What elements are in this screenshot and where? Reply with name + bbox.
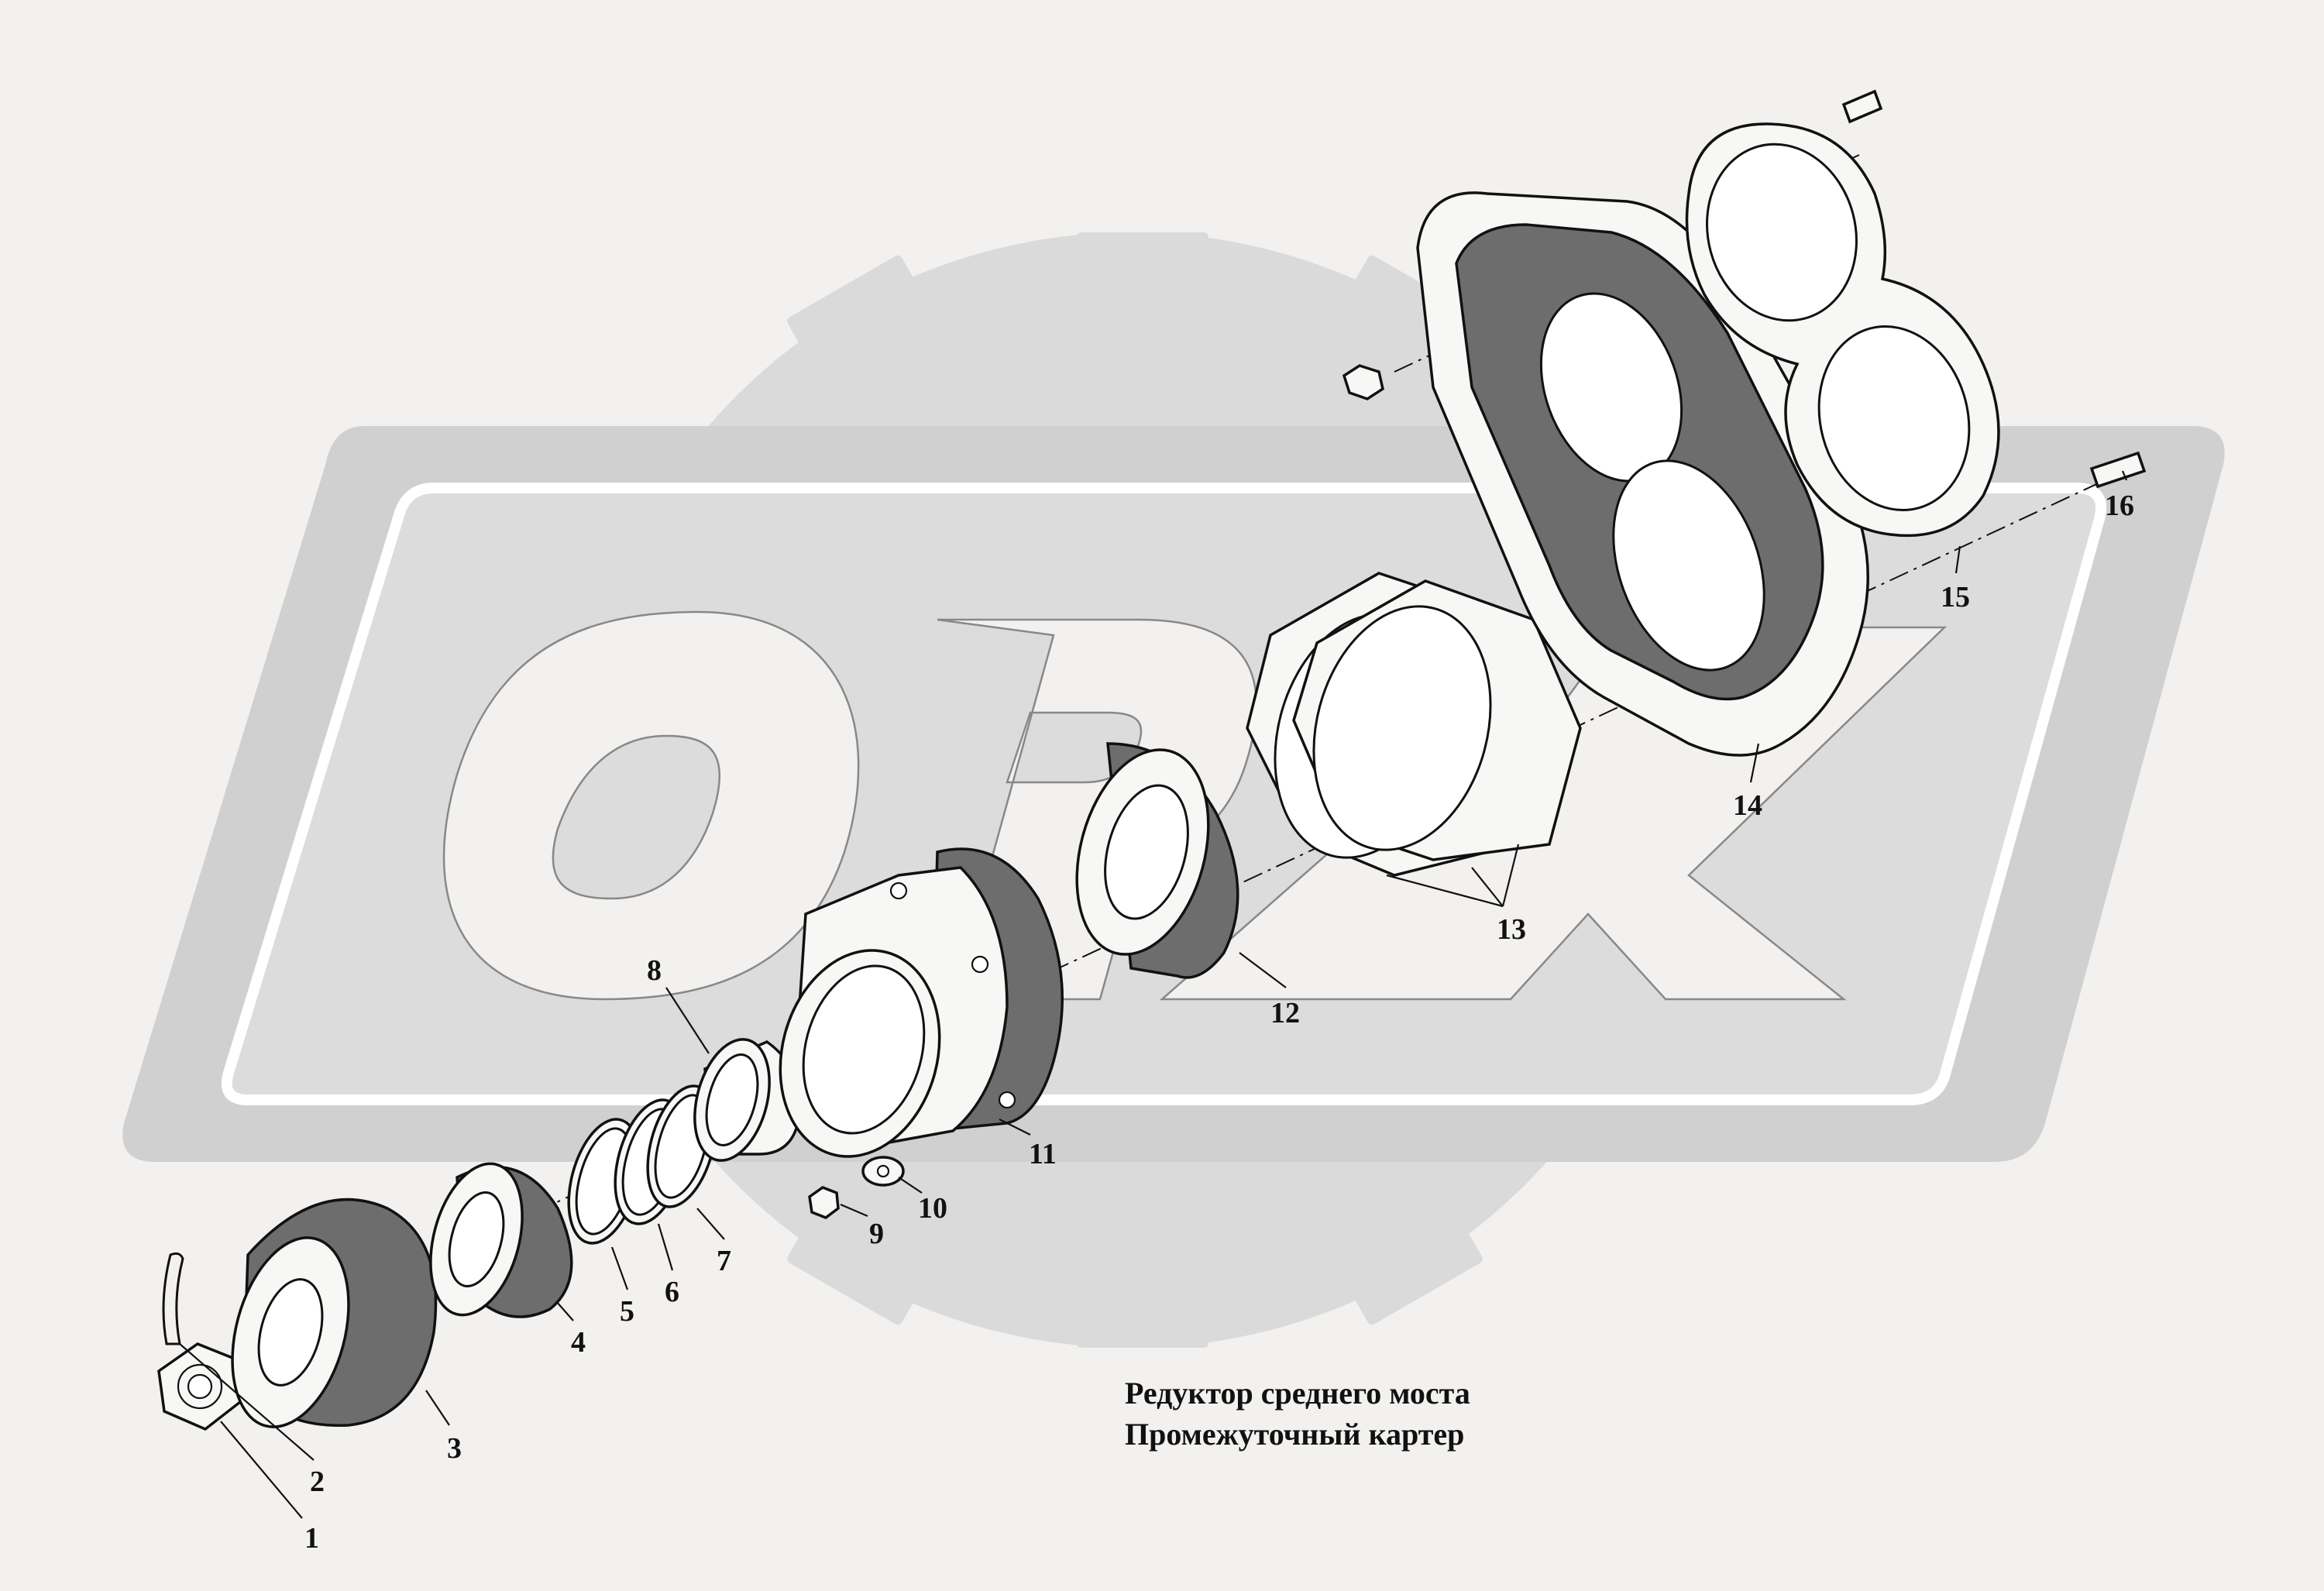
callout-8: 8 xyxy=(647,954,662,987)
callout-14: 14 xyxy=(1733,789,1762,822)
leader-lines xyxy=(179,470,2128,1519)
callout-1: 1 xyxy=(304,1522,319,1555)
housing-nut xyxy=(1342,364,1384,400)
diagram-caption: Редуктор среднего моста Промежуточный ка… xyxy=(1125,1376,1470,1452)
part-13-shims xyxy=(1246,572,1582,877)
part-8-bushing xyxy=(693,1038,801,1162)
part-9-nut xyxy=(808,1186,840,1219)
part-2-cotter-pin xyxy=(162,1252,184,1345)
part-12-bearing xyxy=(1075,742,1239,979)
callout-13: 13 xyxy=(1497,913,1526,946)
part-16-stud xyxy=(2089,451,2147,489)
part-10-washer xyxy=(861,1156,905,1187)
callout-15: 15 xyxy=(1941,581,1970,613)
part-4-roller-bearing xyxy=(429,1162,573,1318)
callout-3: 3 xyxy=(447,1432,462,1465)
callout-2: 2 xyxy=(310,1466,325,1498)
callout-5: 5 xyxy=(620,1295,634,1328)
callout-7: 7 xyxy=(717,1245,731,1277)
caption-subtitle: Промежуточный картер xyxy=(1125,1417,1464,1452)
upper-stud xyxy=(1841,89,1883,124)
part-15-gasket xyxy=(1685,122,2000,538)
callout-10: 10 xyxy=(918,1192,947,1225)
callout-4: 4 xyxy=(571,1326,586,1359)
callout-numbers: 1 2 3 4 5 6 7 8 9 10 11 12 13 14 15 16 xyxy=(304,490,2134,1555)
callout-16: 16 xyxy=(2105,490,2134,522)
callout-9: 9 xyxy=(869,1218,884,1250)
callout-6: 6 xyxy=(665,1276,679,1308)
callout-11: 11 xyxy=(1029,1138,1057,1170)
part-3-flange xyxy=(231,1198,438,1428)
caption-title: Редуктор среднего моста xyxy=(1125,1376,1470,1411)
part-11-bearing-housing xyxy=(779,847,1064,1158)
callout-12: 12 xyxy=(1270,997,1300,1029)
